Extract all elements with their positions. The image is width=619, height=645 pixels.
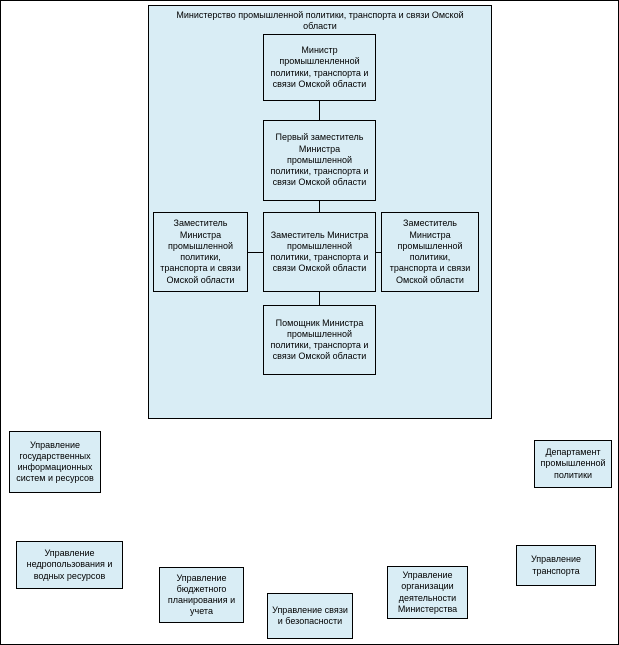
connector-line [248,252,263,253]
connector-line [319,201,320,212]
node-deputy-right-label: Заместитель Министра промышленной полити… [389,218,471,285]
node-minister-label: Министр промышленленной политики, трансп… [270,45,369,89]
node-assistant: Помощник Министра промышленной политики,… [263,305,376,375]
node-first-deputy-label: Первый заместитель Министра промышленной… [270,132,369,188]
dept-budget-planning: Управление бюджетного планирования и уче… [159,567,244,623]
node-deputy-center-label: Заместитель Министра промышленной полити… [270,229,369,274]
dept-subsoil-water: Управление недропользования и водных рес… [16,541,123,589]
connector-line [319,292,320,305]
dept-industrial-policy: Департамент промышленной политики [534,440,612,488]
dept-transport: Управление транспорта [516,545,596,586]
dept-transport-label: Управление транспорта [530,554,582,576]
dept-comms-security: Управление связи и безопасности [267,593,353,639]
dept-info-systems-label: Управление государственных информационны… [16,439,94,484]
node-minister: Министр промышленленной политики, трансп… [263,34,376,101]
dept-info-systems: Управление государственных информационны… [9,431,101,493]
node-deputy-left-label: Заместитель Министра промышленной полити… [160,218,241,285]
node-first-deputy: Первый заместитель Министра промышленной… [263,120,376,201]
dept-comms-security-label: Управление связи и безопасности [272,604,348,626]
connector-line [376,252,382,253]
dept-subsoil-water-label: Управление недропользования и водных рес… [26,548,113,581]
dept-budget-planning-label: Управление бюджетного планирования и уче… [167,572,236,617]
connector-line [319,101,320,120]
dept-industrial-policy-label: Департамент промышленной политики [540,447,606,480]
node-deputy-center: Заместитель Министра промышленной полити… [263,212,376,292]
dept-org-activity-label: Управление организации деятельности Мини… [397,570,458,614]
dept-org-activity: Управление организации деятельности Мини… [387,566,468,619]
node-deputy-right: Заместитель Министра промышленной полити… [381,212,479,292]
node-assistant-label: Помощник Министра промышленной политики,… [270,317,369,362]
node-deputy-left: Заместитель Министра промышленной полити… [153,212,248,292]
ministry-container-title: Министерство промышленной политики, тран… [176,10,464,32]
